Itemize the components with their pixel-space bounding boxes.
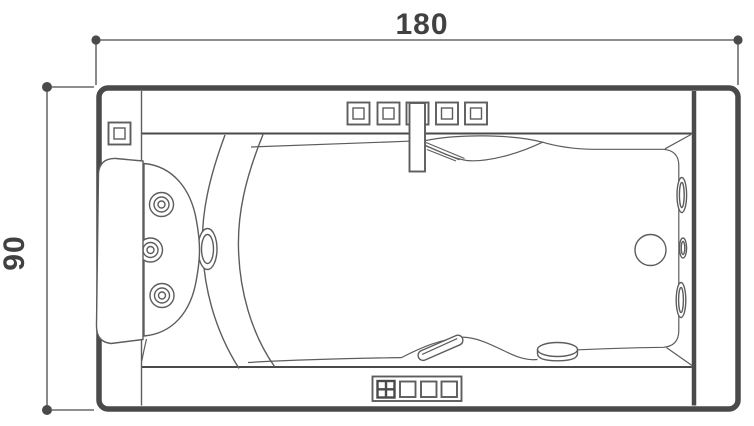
waterfall-spout <box>405 101 430 173</box>
bathtub <box>95 85 741 412</box>
hydro-jet <box>149 282 175 309</box>
control-panel <box>371 375 463 402</box>
panel-button <box>399 380 417 398</box>
rim-button-top-left <box>107 121 132 146</box>
wall-jet <box>676 176 688 214</box>
width-dimension: 180 <box>91 8 743 85</box>
wall-jet <box>675 281 687 319</box>
panel-button-grid <box>376 379 396 399</box>
deck-button <box>435 101 459 126</box>
headrest <box>95 157 144 345</box>
deck-button <box>346 101 371 126</box>
drain-knob <box>536 341 579 362</box>
bowl-edge-top-left <box>250 140 410 148</box>
panel-button <box>420 380 438 398</box>
bevel-bottom-right <box>666 347 693 366</box>
seat-front-edge <box>141 338 148 362</box>
deck-button <box>464 101 488 126</box>
bowl-edge-bottom-left <box>247 357 402 364</box>
waterfall-stream-lines <box>425 141 465 162</box>
dimension-endpoint-dot <box>91 35 101 45</box>
wall-jets <box>675 176 688 319</box>
drain <box>634 233 667 267</box>
side-oval-jet <box>197 227 218 271</box>
bowl-edge-right <box>542 141 680 351</box>
height-dimension-label: 90 <box>0 235 31 270</box>
faucet-deck <box>346 101 488 173</box>
width-dimension-label: 180 <box>395 8 448 41</box>
grab-rail <box>417 334 464 362</box>
floor-mound-contour <box>401 336 538 361</box>
dimension-endpoint-dot <box>733 35 743 45</box>
height-dimension: 90 <box>0 82 94 415</box>
dimension-endpoint-dot <box>42 82 52 92</box>
dimension-endpoint-dot <box>42 405 52 415</box>
panel-button <box>440 380 458 398</box>
wall-jet <box>678 237 688 259</box>
deck-button <box>376 101 401 126</box>
bevel-top-right <box>664 133 692 150</box>
hydro-jet <box>148 191 175 218</box>
